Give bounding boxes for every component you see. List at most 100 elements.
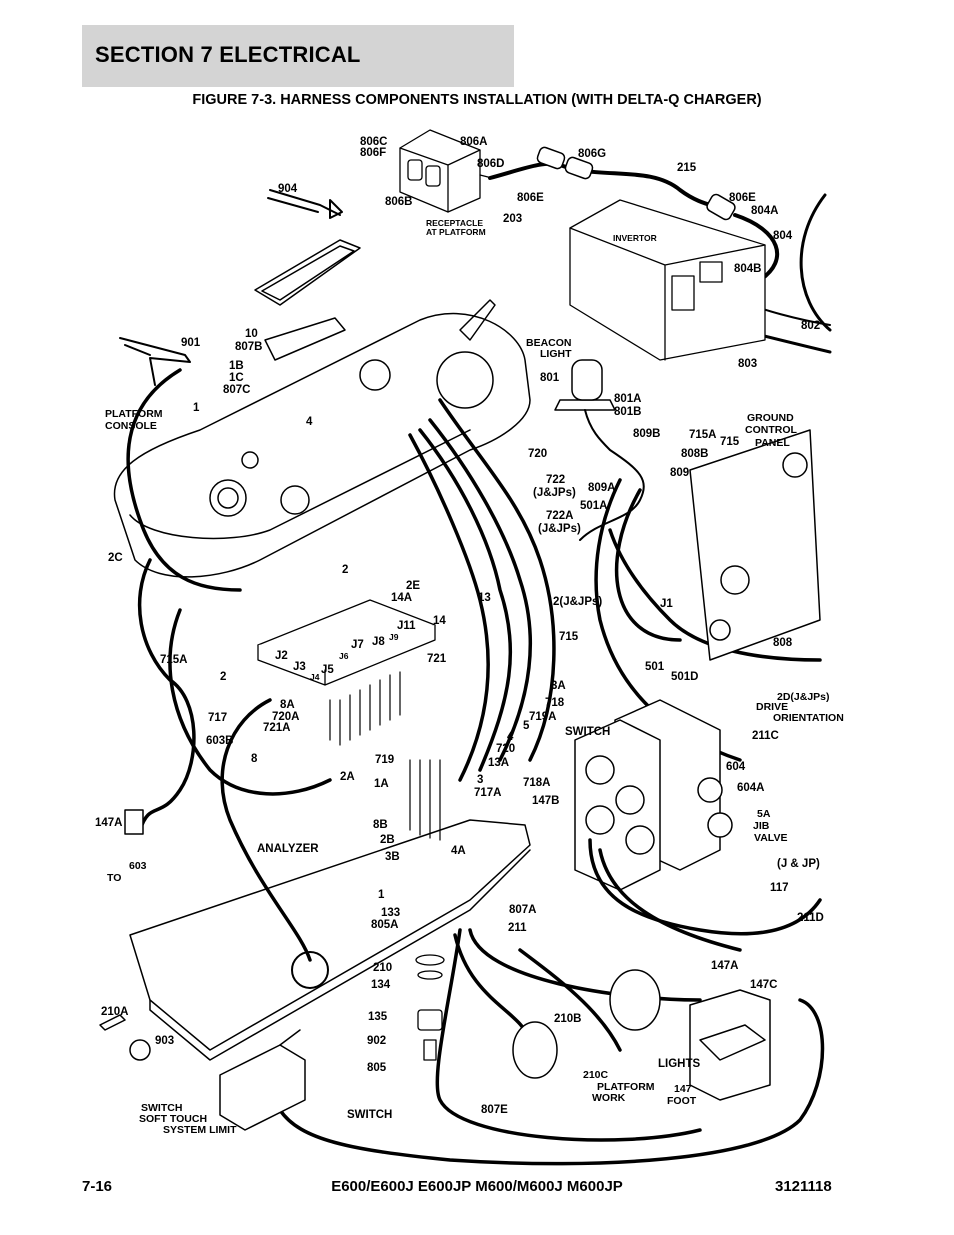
callout-label: 147C xyxy=(750,979,778,991)
callout-label: 805 xyxy=(367,1062,387,1074)
section-header-band xyxy=(82,25,514,87)
page-number: 7-16 xyxy=(82,1178,113,1195)
callout-label: 1 xyxy=(378,889,385,901)
callout-label: J6 xyxy=(339,651,349,661)
callout-label: 10 xyxy=(245,328,258,340)
cable-802 xyxy=(799,193,832,332)
callout-label: ANALYZER xyxy=(257,843,319,855)
callout-label: 501 xyxy=(645,661,665,673)
callout-label: 5A xyxy=(757,808,771,820)
callout-label: 719A xyxy=(529,711,557,723)
callout-label: 14 xyxy=(433,615,446,627)
callout-label: 134 xyxy=(371,979,391,991)
callout-label: 901 xyxy=(181,337,201,349)
callout-label: 806E xyxy=(729,192,756,204)
callout-label: 804B xyxy=(734,263,762,275)
callout-label: 717 xyxy=(208,712,227,724)
callout-label: 8 xyxy=(251,753,258,765)
console-lid xyxy=(254,239,361,306)
callout-label: 718A xyxy=(523,777,551,789)
callout-label: 806G xyxy=(578,148,606,160)
invertor-box xyxy=(569,199,766,361)
callout-label: 14A xyxy=(391,592,412,604)
callout-label: 2 xyxy=(220,671,226,683)
callout-label: 807A xyxy=(509,904,537,916)
callout-label: 133 xyxy=(381,907,400,919)
callout-label: 1C xyxy=(229,372,244,384)
fitting-stack xyxy=(415,954,445,1061)
soft-touch-switch xyxy=(219,1029,306,1131)
callout-label: INVERTOR xyxy=(613,233,657,243)
callout-label: JIB xyxy=(753,820,770,832)
callout-label: 3B xyxy=(385,851,400,863)
callout-label: 721 xyxy=(427,653,447,665)
callout-label: 806E xyxy=(517,192,544,204)
callout-label: 718 xyxy=(545,697,565,709)
callout-label: BEACON xyxy=(526,337,572,349)
callout-label: 720 xyxy=(496,743,515,755)
callout-label: 721A xyxy=(263,722,291,734)
callout-label: 2 xyxy=(342,564,348,576)
callout-label: 804 xyxy=(773,230,793,242)
callout-label: 4 xyxy=(306,416,313,428)
work-lights xyxy=(512,969,661,1079)
callout-label: PLATFORM xyxy=(105,408,163,420)
callout-label: 715 xyxy=(559,631,579,643)
callout-label: LIGHTS xyxy=(658,1058,700,1070)
callout-label: 603B xyxy=(206,735,234,747)
callout-label: 903 xyxy=(155,1035,174,1047)
callout-label: 117 xyxy=(770,882,789,894)
callout-label: 203 xyxy=(503,213,522,225)
callout-label: 2C xyxy=(108,552,123,564)
callout-label: 715A xyxy=(689,429,717,441)
callout-label: 2(J&JPs) xyxy=(553,596,602,608)
callout-label: 904 xyxy=(278,183,298,195)
callout-label: 715 xyxy=(720,436,740,448)
callout-label: 3 xyxy=(477,774,483,786)
callout-label: 803 xyxy=(738,358,757,370)
callout-label: LIGHT xyxy=(540,348,572,360)
callout-label: 806F xyxy=(360,147,386,159)
callout-label: J7 xyxy=(351,639,364,651)
callout-label: 604 xyxy=(726,761,746,773)
callout-label: 5 xyxy=(523,720,530,732)
callout-label: 215 xyxy=(677,162,697,174)
callout-label: J4 xyxy=(310,672,320,682)
callout-label: J1 xyxy=(660,598,673,610)
callout-label: 722 xyxy=(546,474,565,486)
callout-label: DRIVE xyxy=(756,701,788,713)
callout-label: 809B xyxy=(633,428,661,440)
platform-floor xyxy=(129,819,531,1061)
callout-label: 501A xyxy=(580,500,608,512)
callout-label: J3 xyxy=(293,661,306,673)
callout-label: 809A xyxy=(588,482,616,494)
callout-label: 501D xyxy=(671,671,699,683)
callout-label: 722A xyxy=(546,510,574,522)
callout-label: 801 xyxy=(540,372,560,384)
foot-switch xyxy=(689,989,771,1101)
callout-label: 13 xyxy=(478,592,491,604)
callout-label: 604A xyxy=(737,782,765,794)
callout-label: 720A xyxy=(272,711,300,723)
callout-label: 3A xyxy=(551,680,566,692)
callout-label: 808 xyxy=(773,637,793,649)
callout-label: 801A xyxy=(614,393,642,405)
junction-box xyxy=(257,599,436,686)
callout-label: 805A xyxy=(371,919,399,931)
beacon-light xyxy=(554,359,616,411)
callout-label: 1 xyxy=(193,402,200,414)
callout-label: 720 xyxy=(528,448,547,460)
callout-label: (J&JPs) xyxy=(538,523,581,535)
section-title: SECTION 7 ELECTRICAL xyxy=(95,42,361,67)
callout-label: 147 xyxy=(674,1083,692,1095)
callout-label: PANEL xyxy=(755,437,790,449)
callout-label: 211 xyxy=(508,922,527,934)
callout-label: SWITCH xyxy=(347,1109,392,1121)
callout-label: 806D xyxy=(477,158,505,170)
callout-label: 135 xyxy=(368,1011,388,1023)
callout-label: SYSTEM LIMIT xyxy=(163,1124,237,1136)
callout-label: PLATFORM xyxy=(597,1081,655,1093)
callout-label: J9 xyxy=(389,632,399,642)
callout-label: 2D(J&JPs) xyxy=(777,691,830,703)
